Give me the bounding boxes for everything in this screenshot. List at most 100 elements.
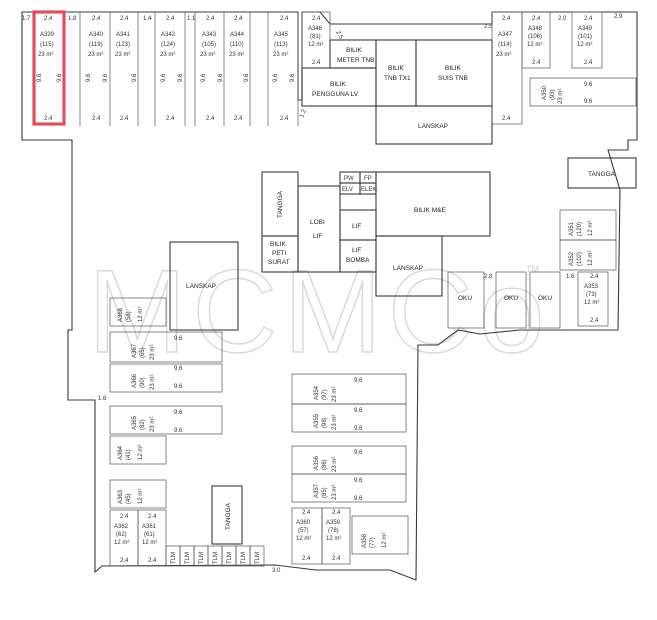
lot-a350[interactable]: A350 (93) 23 m² 9.6 9.6 (542, 82, 593, 105)
lot-a341[interactable]: 2.4 A341 (123) 23 m² 2.4 (115, 16, 131, 122)
lot-a345[interactable]: 2.4 A345 (113) 23 m² 2.4 (273, 16, 289, 122)
lot-a365[interactable]: A365 (82) 23 m² 9.6 9.6 (132, 410, 183, 434)
lot-a339[interactable]: 2.4 A339 (115) 23 m² 2.4 (38, 16, 55, 122)
lot-a368[interactable]: A368 (58) 12 m² (118, 307, 144, 322)
svg-text:LIF: LIF (313, 233, 322, 240)
lot-a355[interactable]: A355 (98) 23 m² 9.6 9.6 (314, 408, 363, 432)
svg-text:9.6: 9.6 (178, 73, 184, 82)
lanskap-left: LANSKAP (186, 283, 216, 290)
room-fp: FP (364, 176, 372, 182)
svg-text:2.4: 2.4 (502, 116, 511, 122)
svg-text:23 m²: 23 m² (38, 52, 53, 58)
svg-text:1.1: 1.1 (187, 16, 196, 22)
lot-a357[interactable]: A357 (85) 23 m² 9.6 9.6 (314, 478, 363, 502)
lot-a364[interactable]: A364 (41) 12 m² (118, 445, 144, 460)
svg-text:12 m²: 12 m² (382, 533, 388, 548)
highlighted-lot-a339[interactable] (32, 10, 66, 126)
svg-text:2.4: 2.4 (584, 60, 593, 66)
svg-text:TNB TX1: TNB TX1 (384, 75, 411, 82)
lot-a360[interactable]: 2.4 A360 (57) 12 m² 2.4 (296, 510, 311, 562)
lot-a352[interactable]: A352 (102) 12 m² (569, 251, 594, 266)
svg-text:9.6: 9.6 (218, 73, 224, 82)
svg-text:9.6: 9.6 (354, 450, 363, 456)
svg-text:12 m²: 12 m² (527, 42, 542, 48)
svg-text:(102): (102) (577, 252, 583, 266)
lot-a362[interactable]: 2.4 A362 (62) 12 m² 2.4 (114, 514, 129, 564)
svg-text:(98): (98) (322, 417, 328, 428)
svg-text:(123): (123) (116, 42, 130, 48)
lot-a340[interactable]: 2.4 A340 (119) 23 m² 2.4 (88, 16, 104, 122)
svg-text:9.6: 9.6 (290, 73, 296, 82)
svg-text:(61): (61) (144, 532, 155, 538)
lot-a344[interactable]: 2.4 A344 (110) 23 m² 2.4 (229, 16, 245, 122)
svg-text:2.4: 2.4 (166, 16, 175, 22)
tangga-core: TANGGA (277, 190, 284, 218)
svg-text:A358: A358 (362, 533, 368, 548)
svg-text:(86): (86) (322, 459, 328, 470)
room-pengguna-lv: BILIK PENGGUNA LV (312, 81, 359, 98)
svg-text:A349: A349 (578, 26, 593, 32)
svg-text:(62): (62) (116, 532, 127, 538)
svg-text:2.4: 2.4 (120, 16, 129, 22)
svg-text:(110): (110) (230, 42, 244, 48)
svg-text:23 m²: 23 m² (200, 52, 215, 58)
svg-text:12 m²: 12 m² (326, 536, 341, 542)
svg-text:2.4: 2.4 (44, 16, 53, 22)
svg-text:(58): (58) (126, 311, 132, 322)
svg-text:12 m²: 12 m² (296, 536, 311, 542)
svg-text:1.7: 1.7 (22, 16, 31, 22)
svg-text:9.6: 9.6 (174, 428, 183, 434)
room-lif: LIF (352, 223, 361, 230)
svg-text:23 m²: 23 m² (88, 52, 103, 58)
lot-a349[interactable]: 2.4 A349 (101) 12 m² 2.4 (577, 16, 593, 66)
svg-text:METER TNB: METER TNB (337, 57, 374, 64)
lot-a353[interactable]: 2.4 A353 (73) 12 m² 2.4 (584, 274, 599, 324)
tangga-right: TANGGA (588, 171, 616, 178)
svg-text:9.6: 9.6 (354, 378, 363, 384)
lot-a363[interactable]: A363 (45) 12 m² (118, 489, 144, 504)
svg-text:2.0: 2.0 (558, 16, 567, 22)
svg-text:PENGGUNA LV: PENGGUNA LV (312, 91, 359, 98)
lot-a359[interactable]: 2.4 A359 (78) 12 m² 2.4 (326, 510, 341, 562)
svg-text:A357: A357 (314, 483, 320, 498)
svg-text:2.4: 2.4 (234, 116, 243, 122)
svg-text:PETI: PETI (272, 250, 287, 257)
tlm-bays: TLM TLM TLM TLM TLM TLM TLM (165, 545, 265, 567)
room-lif-bomba: LIF BOMBA (346, 247, 370, 264)
lot-a361[interactable]: 2.4 A361 (61) 12 m² 2.4 (142, 514, 157, 564)
svg-text:A368: A368 (118, 307, 124, 322)
room-suis-tnb: BILIK SUIS TNB (438, 65, 468, 82)
svg-text:A355: A355 (314, 413, 320, 428)
oku-bays: OKU OKU OKU 2.8 (447, 271, 561, 329)
svg-text:(97): (97) (322, 389, 328, 400)
oku-bay-3: OKU (538, 295, 552, 302)
svg-text:1.8: 1.8 (68, 16, 77, 22)
svg-text:(113): (113) (274, 42, 288, 48)
lot-a348[interactable]: 2.4 A348 (106) 12 m² 2.4 (527, 16, 543, 66)
lot-a354[interactable]: A354 (97) 23 m² 9.6 (314, 378, 363, 402)
svg-text:1.2: 1.2 (299, 108, 308, 119)
svg-text:(41): (41) (126, 449, 132, 460)
svg-text:2.4: 2.4 (332, 556, 341, 562)
svg-text:23 m²: 23 m² (332, 457, 338, 472)
lot-a358[interactable]: A358 (77) 12 m² (362, 533, 388, 548)
lot-a347[interactable]: 2.4 A347 (114) 23 m² 2.4 (496, 16, 513, 122)
svg-text:(93): (93) (550, 89, 556, 100)
svg-text:9.6: 9.6 (174, 410, 183, 416)
lot-a346[interactable]: 2.4 A346 (81) 12 m² 2.4 (308, 16, 323, 66)
room-elv: ELV (342, 187, 353, 193)
svg-text:3.0: 3.0 (272, 568, 281, 574)
svg-text:(90): (90) (140, 377, 146, 388)
svg-text:(81): (81) (310, 34, 321, 40)
svg-text:2.4: 2.4 (532, 60, 541, 66)
lot-a343[interactable]: 2.4 A343 (105) 23 m² 2.4 (200, 16, 217, 122)
lot-a342[interactable]: 2.4 A342 (124) 23 m² 2.4 (160, 16, 176, 122)
svg-text:9.6: 9.6 (57, 73, 63, 82)
lot-a356[interactable]: A356 (86) 23 m² 9.6 (314, 450, 363, 472)
svg-text:23 m²: 23 m² (273, 52, 288, 58)
lot-a366[interactable]: A366 (90) 23 m² 9.6 9.6 (132, 366, 183, 390)
lot-a367[interactable]: A367 (65) 23 m² 9.6 (132, 336, 183, 360)
room-me: BILIK M&E (414, 207, 446, 214)
svg-text:LIF: LIF (352, 247, 361, 254)
lot-a351[interactable]: A351 (120) 12 m² (569, 221, 594, 236)
